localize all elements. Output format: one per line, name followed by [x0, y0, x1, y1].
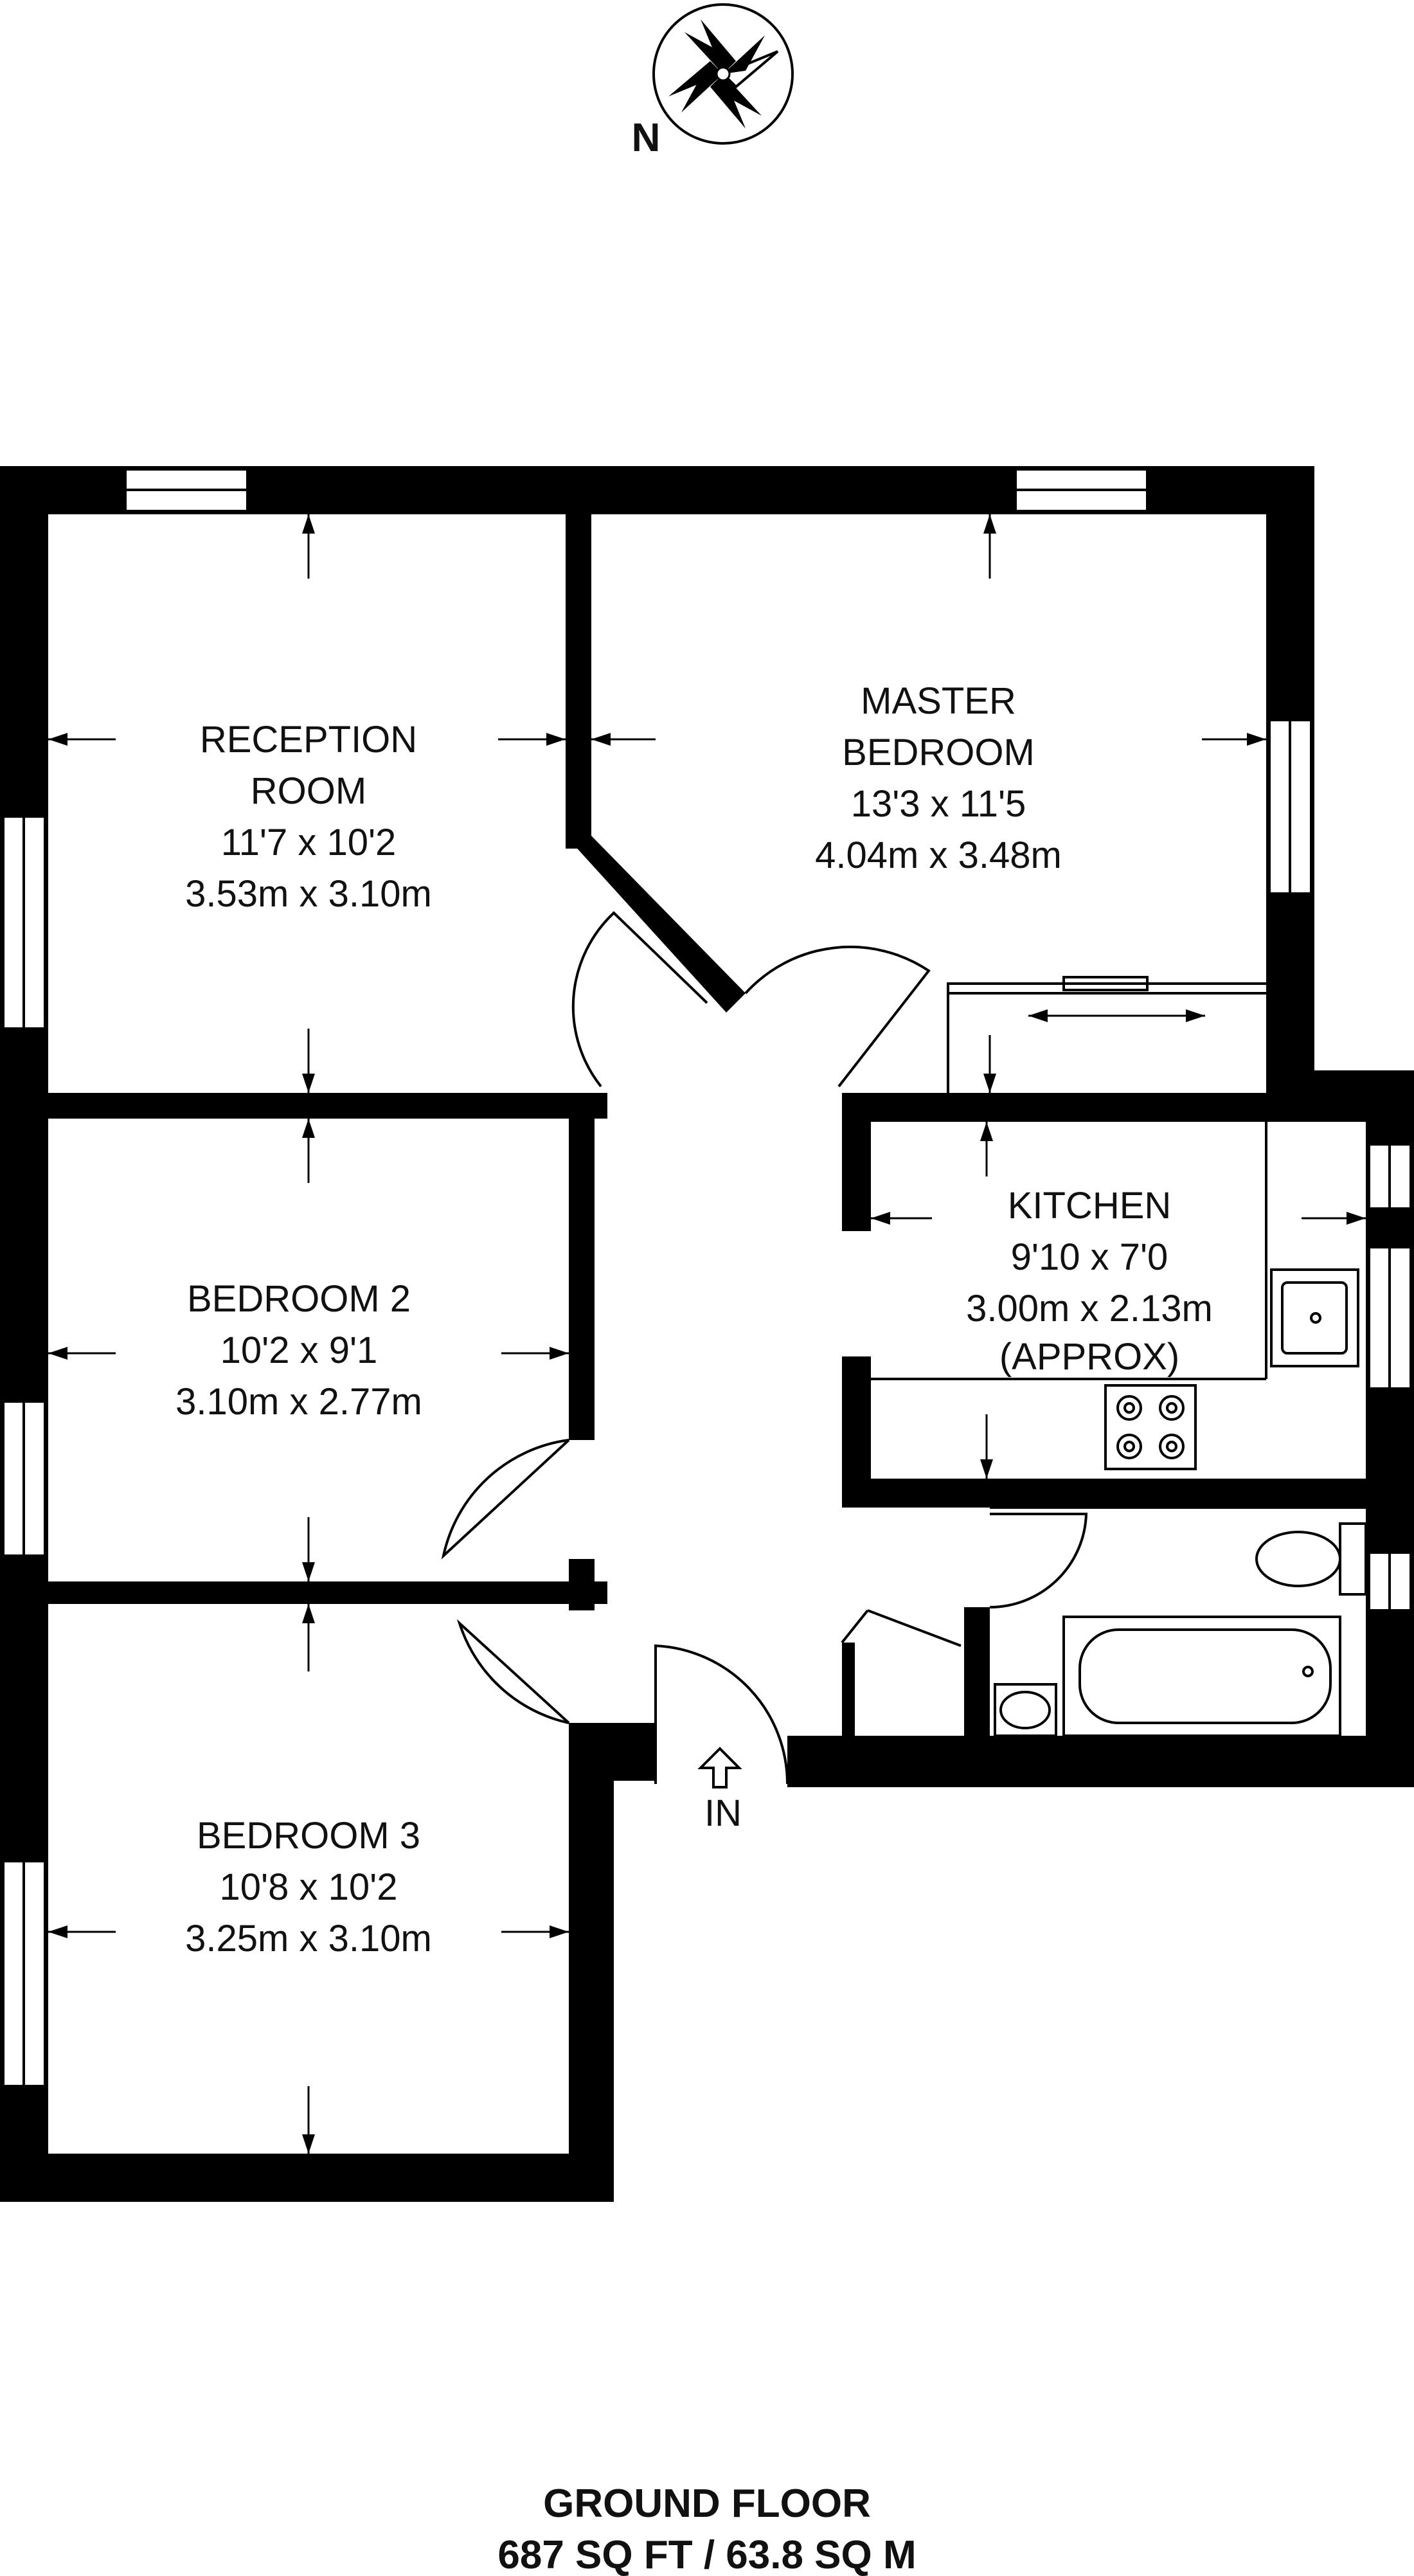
dimension-arrows [48, 514, 1366, 2154]
svg-text:9'10 x 7'0: 9'10 x 7'0 [1011, 1236, 1168, 1278]
svg-text:13'3 x 11'5: 13'3 x 11'5 [851, 783, 1026, 825]
svg-text:3.25m x 3.10m: 3.25m x 3.10m [185, 1918, 432, 1959]
svg-text:10'8 x 10'2: 10'8 x 10'2 [220, 1866, 398, 1908]
room-label-kitchen: KITCHEN 9'10 x 7'0 3.00m x 2.13m (APPROX… [966, 1185, 1213, 1378]
room-label-master-bedroom: MASTER BEDROOM 13'3 x 11'5 4.04m x 3.48m [815, 680, 1062, 876]
svg-text:4.04m x 3.48m: 4.04m x 3.48m [815, 834, 1062, 876]
svg-text:BEDROOM 3: BEDROOM 3 [197, 1815, 420, 1857]
svg-text:11'7 x 10'2: 11'7 x 10'2 [221, 822, 397, 863]
svg-text:BEDROOM: BEDROOM [842, 732, 1035, 773]
room-label-bedroom-3: BEDROOM 3 10'8 x 10'2 3.25m x 3.10m [185, 1815, 432, 1959]
svg-text:10'2 x 9'1: 10'2 x 9'1 [220, 1329, 378, 1371]
bathtub-icon [1062, 1616, 1341, 1737]
toilet-icon [1255, 1522, 1367, 1596]
windows [2, 468, 1412, 2087]
doors [441, 911, 1088, 1785]
svg-text:3.00m x 2.13m: 3.00m x 2.13m [966, 1288, 1213, 1329]
hob-icon [1104, 1384, 1197, 1470]
svg-text:KITCHEN: KITCHEN [1008, 1185, 1172, 1227]
svg-text:ROOM: ROOM [251, 770, 366, 812]
basin-icon [994, 1683, 1057, 1737]
room-label-bedroom-2: BEDROOM 2 10'2 x 9'1 3.10m x 2.77m [175, 1278, 422, 1423]
compass-north-label: N [632, 116, 661, 160]
svg-text:3.53m x 3.10m: 3.53m x 3.10m [185, 873, 432, 915]
svg-text:3.10m x 2.77m: 3.10m x 2.77m [175, 1381, 422, 1423]
svg-text:(APPROX): (APPROX) [999, 1336, 1179, 1378]
fixtures [871, 976, 1367, 1737]
floor-title: GROUND FLOOR [543, 2481, 871, 2526]
svg-text:BEDROOM 2: BEDROOM 2 [187, 1278, 411, 1320]
svg-text:MASTER: MASTER [861, 680, 1016, 722]
compass-rose-icon [652, 3, 794, 145]
floor-area: 687 SQ FT / 63.8 SQ M [497, 2533, 916, 2576]
svg-text:RECEPTION: RECEPTION [200, 719, 417, 761]
entrance-arrow-icon [697, 1747, 742, 1788]
sink-icon [1270, 1268, 1359, 1367]
room-label-reception: RECEPTION ROOM 11'7 x 10'2 3.53m x 3.10m [185, 719, 432, 915]
entrance-label: IN [704, 1792, 742, 1834]
